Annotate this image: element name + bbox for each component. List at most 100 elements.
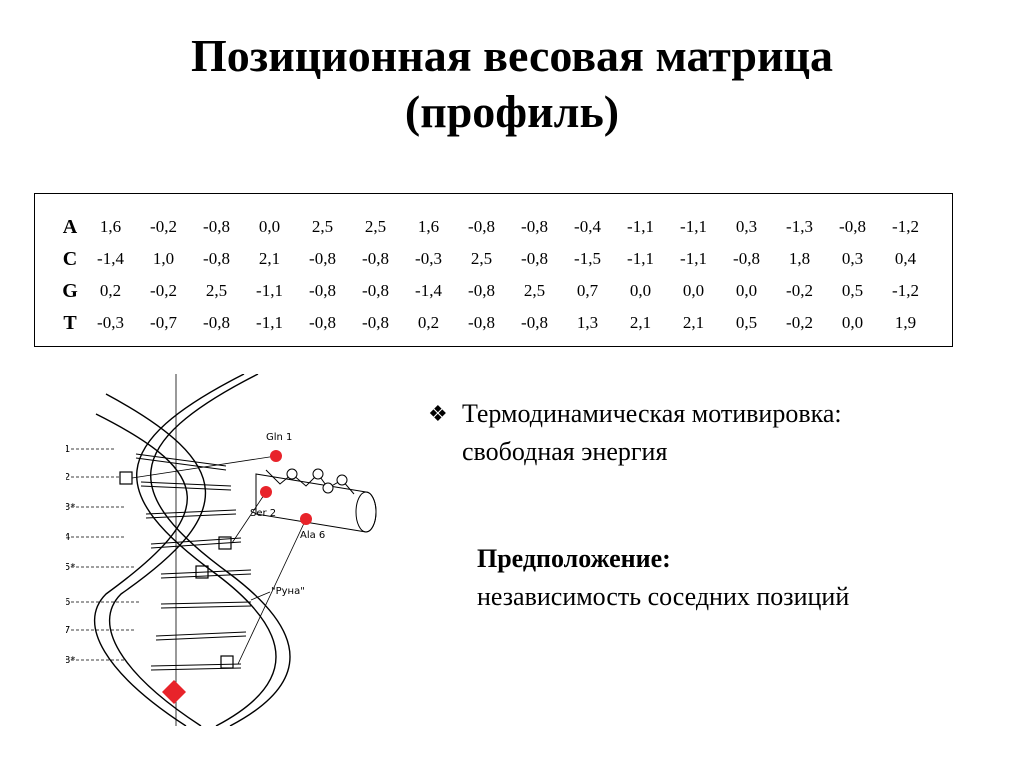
helix-strand-2-inner xyxy=(105,393,207,726)
matrix-cell: -1,1 xyxy=(680,249,707,268)
matrix-cell: 0,0 xyxy=(735,281,758,300)
matrix-cell: 0,0 xyxy=(841,313,864,332)
matrix-cell: -0,2 xyxy=(786,281,813,300)
title-line-1: Позиционная весовая матрица xyxy=(190,30,834,81)
matrix-cell: 2,5 xyxy=(205,281,228,300)
matrix-cell: 0,0 xyxy=(258,217,281,236)
matrix-cell: 0,5 xyxy=(841,281,864,300)
matrix-cell: -1,1 xyxy=(256,313,283,332)
assumption-title: Предположение: xyxy=(477,544,671,573)
matrix-cell: -0,8 xyxy=(468,217,495,236)
matrix-cell: -1,2 xyxy=(892,281,919,300)
matrix-cell: -0,8 xyxy=(468,281,495,300)
matrix-cell: 0,4 xyxy=(894,249,917,268)
residue-label-ser2: Ser 2 xyxy=(250,508,276,519)
matrix-cell: 2,1 xyxy=(258,249,281,268)
matrix-cell: 2,5 xyxy=(523,281,546,300)
matrix-cell: -0,8 xyxy=(468,313,495,332)
matrix-cell: -1,2 xyxy=(892,217,919,236)
position-label: 6 xyxy=(66,597,70,608)
matrix-cell: -0,8 xyxy=(839,217,866,236)
assumption-block: Предположение: независимость соседних по… xyxy=(477,540,1007,616)
peptide-fragment xyxy=(255,468,377,533)
position-label: 7 xyxy=(66,625,70,636)
matrix-cell: -1,1 xyxy=(627,249,654,268)
matrix-cell: 0,0 xyxy=(682,281,705,300)
matrix-cell: -1,1 xyxy=(627,217,654,236)
matrix-cell: 1,6 xyxy=(99,217,122,236)
matrix-cell: 2,5 xyxy=(470,249,493,268)
residue-label-ala6: Ala 6 xyxy=(300,530,325,541)
matrix-cell: -0,8 xyxy=(203,217,230,236)
page-title: Позиционная весовая матрица (профиль) xyxy=(0,28,1024,140)
gln1-marker xyxy=(270,450,282,462)
base-marker xyxy=(220,655,234,669)
position-label: 3* xyxy=(66,502,75,513)
matrix-cell: -1,1 xyxy=(680,217,707,236)
position-label: 4 xyxy=(66,532,70,543)
position-label: 2 xyxy=(66,472,70,483)
title-line-2: (профиль) xyxy=(404,86,620,137)
matrix-cell: -0,8 xyxy=(309,249,336,268)
matrix-cell: 1,0 xyxy=(152,249,175,268)
residue-label-gln1: Gln 1 xyxy=(266,432,292,443)
matrix-cell: -0,8 xyxy=(521,217,548,236)
motivation-bullet: ❖ Термодинамическая мотивировка: свободн… xyxy=(428,395,1008,471)
matrix-cell: 0,2 xyxy=(99,281,122,300)
matrix-cell: 1,3 xyxy=(576,313,599,332)
matrix-cell: -0,2 xyxy=(150,217,177,236)
matrix-cell: -1,4 xyxy=(97,249,124,268)
matrix-cell: 0,5 xyxy=(735,313,758,332)
weight-matrix-table: A 1,6 -0,2 -0,8 0,0 2,5 2,5 1,6 -0,8 -0,8 -0,4 -1,1… xyxy=(56,211,932,339)
matrix-cell: -0,8 xyxy=(521,313,548,332)
matrix-cell: -0,8 xyxy=(521,249,548,268)
helix-strand-1-inner xyxy=(150,374,291,726)
matrix-cell: 0,7 xyxy=(576,281,599,300)
matrix-cell: 1,6 xyxy=(417,217,440,236)
matrix-cell: -0,7 xyxy=(150,313,177,332)
matrix-cell: -0,2 xyxy=(150,281,177,300)
matrix-base-label: A xyxy=(62,215,78,238)
base-marker xyxy=(218,536,232,550)
matrix-base-label: C xyxy=(62,247,78,270)
position-label: 5* xyxy=(66,562,75,573)
matrix-cell: -0,4 xyxy=(574,217,601,236)
matrix-cell: 0,3 xyxy=(841,249,864,268)
matrix-cell: 1,9 xyxy=(894,313,917,332)
matrix-cell: -0,2 xyxy=(786,313,813,332)
matrix-cell: 1,8 xyxy=(788,249,811,268)
matrix-cell: 0,3 xyxy=(735,217,758,236)
highlight-diamond-marker xyxy=(162,680,186,704)
assumption-text: независимость соседних позиций xyxy=(477,582,850,611)
matrix-cell: -0,8 xyxy=(733,249,760,268)
position-label: 1 xyxy=(66,444,70,455)
helix-strand-1 xyxy=(136,374,277,726)
matrix-cell: -0,3 xyxy=(415,249,442,268)
position-label: 8* xyxy=(66,655,75,666)
matrix-base-label: T xyxy=(63,311,77,334)
matrix-cell: 0,0 xyxy=(629,281,652,300)
matrix-cell: -0,8 xyxy=(203,249,230,268)
base-marker xyxy=(195,565,209,579)
matrix-cell: -0,8 xyxy=(309,281,336,300)
ser2-marker xyxy=(260,486,272,498)
matrix-cell: -1,4 xyxy=(415,281,442,300)
matrix-cell: -1,1 xyxy=(256,281,283,300)
matrix-cell: -0,8 xyxy=(309,313,336,332)
matrix-cell: -1,3 xyxy=(786,217,813,236)
matrix-cell: -0,3 xyxy=(97,313,124,332)
matrix-base-label: G xyxy=(62,279,78,302)
matrix-cell: 2,1 xyxy=(682,313,705,332)
diamond-bullet-icon: ❖ xyxy=(428,401,448,426)
matrix-cell: 0,2 xyxy=(417,313,440,332)
matrix-cell: 2,5 xyxy=(364,217,387,236)
bullet-line-1: Термодинамическая мотивировка: xyxy=(462,399,842,428)
matrix-cell: -0,8 xyxy=(362,313,389,332)
bullet-line-2: свободная энергия xyxy=(462,437,668,466)
matrix-cell: 2,1 xyxy=(629,313,652,332)
strand-label: "Руна" xyxy=(271,586,305,597)
